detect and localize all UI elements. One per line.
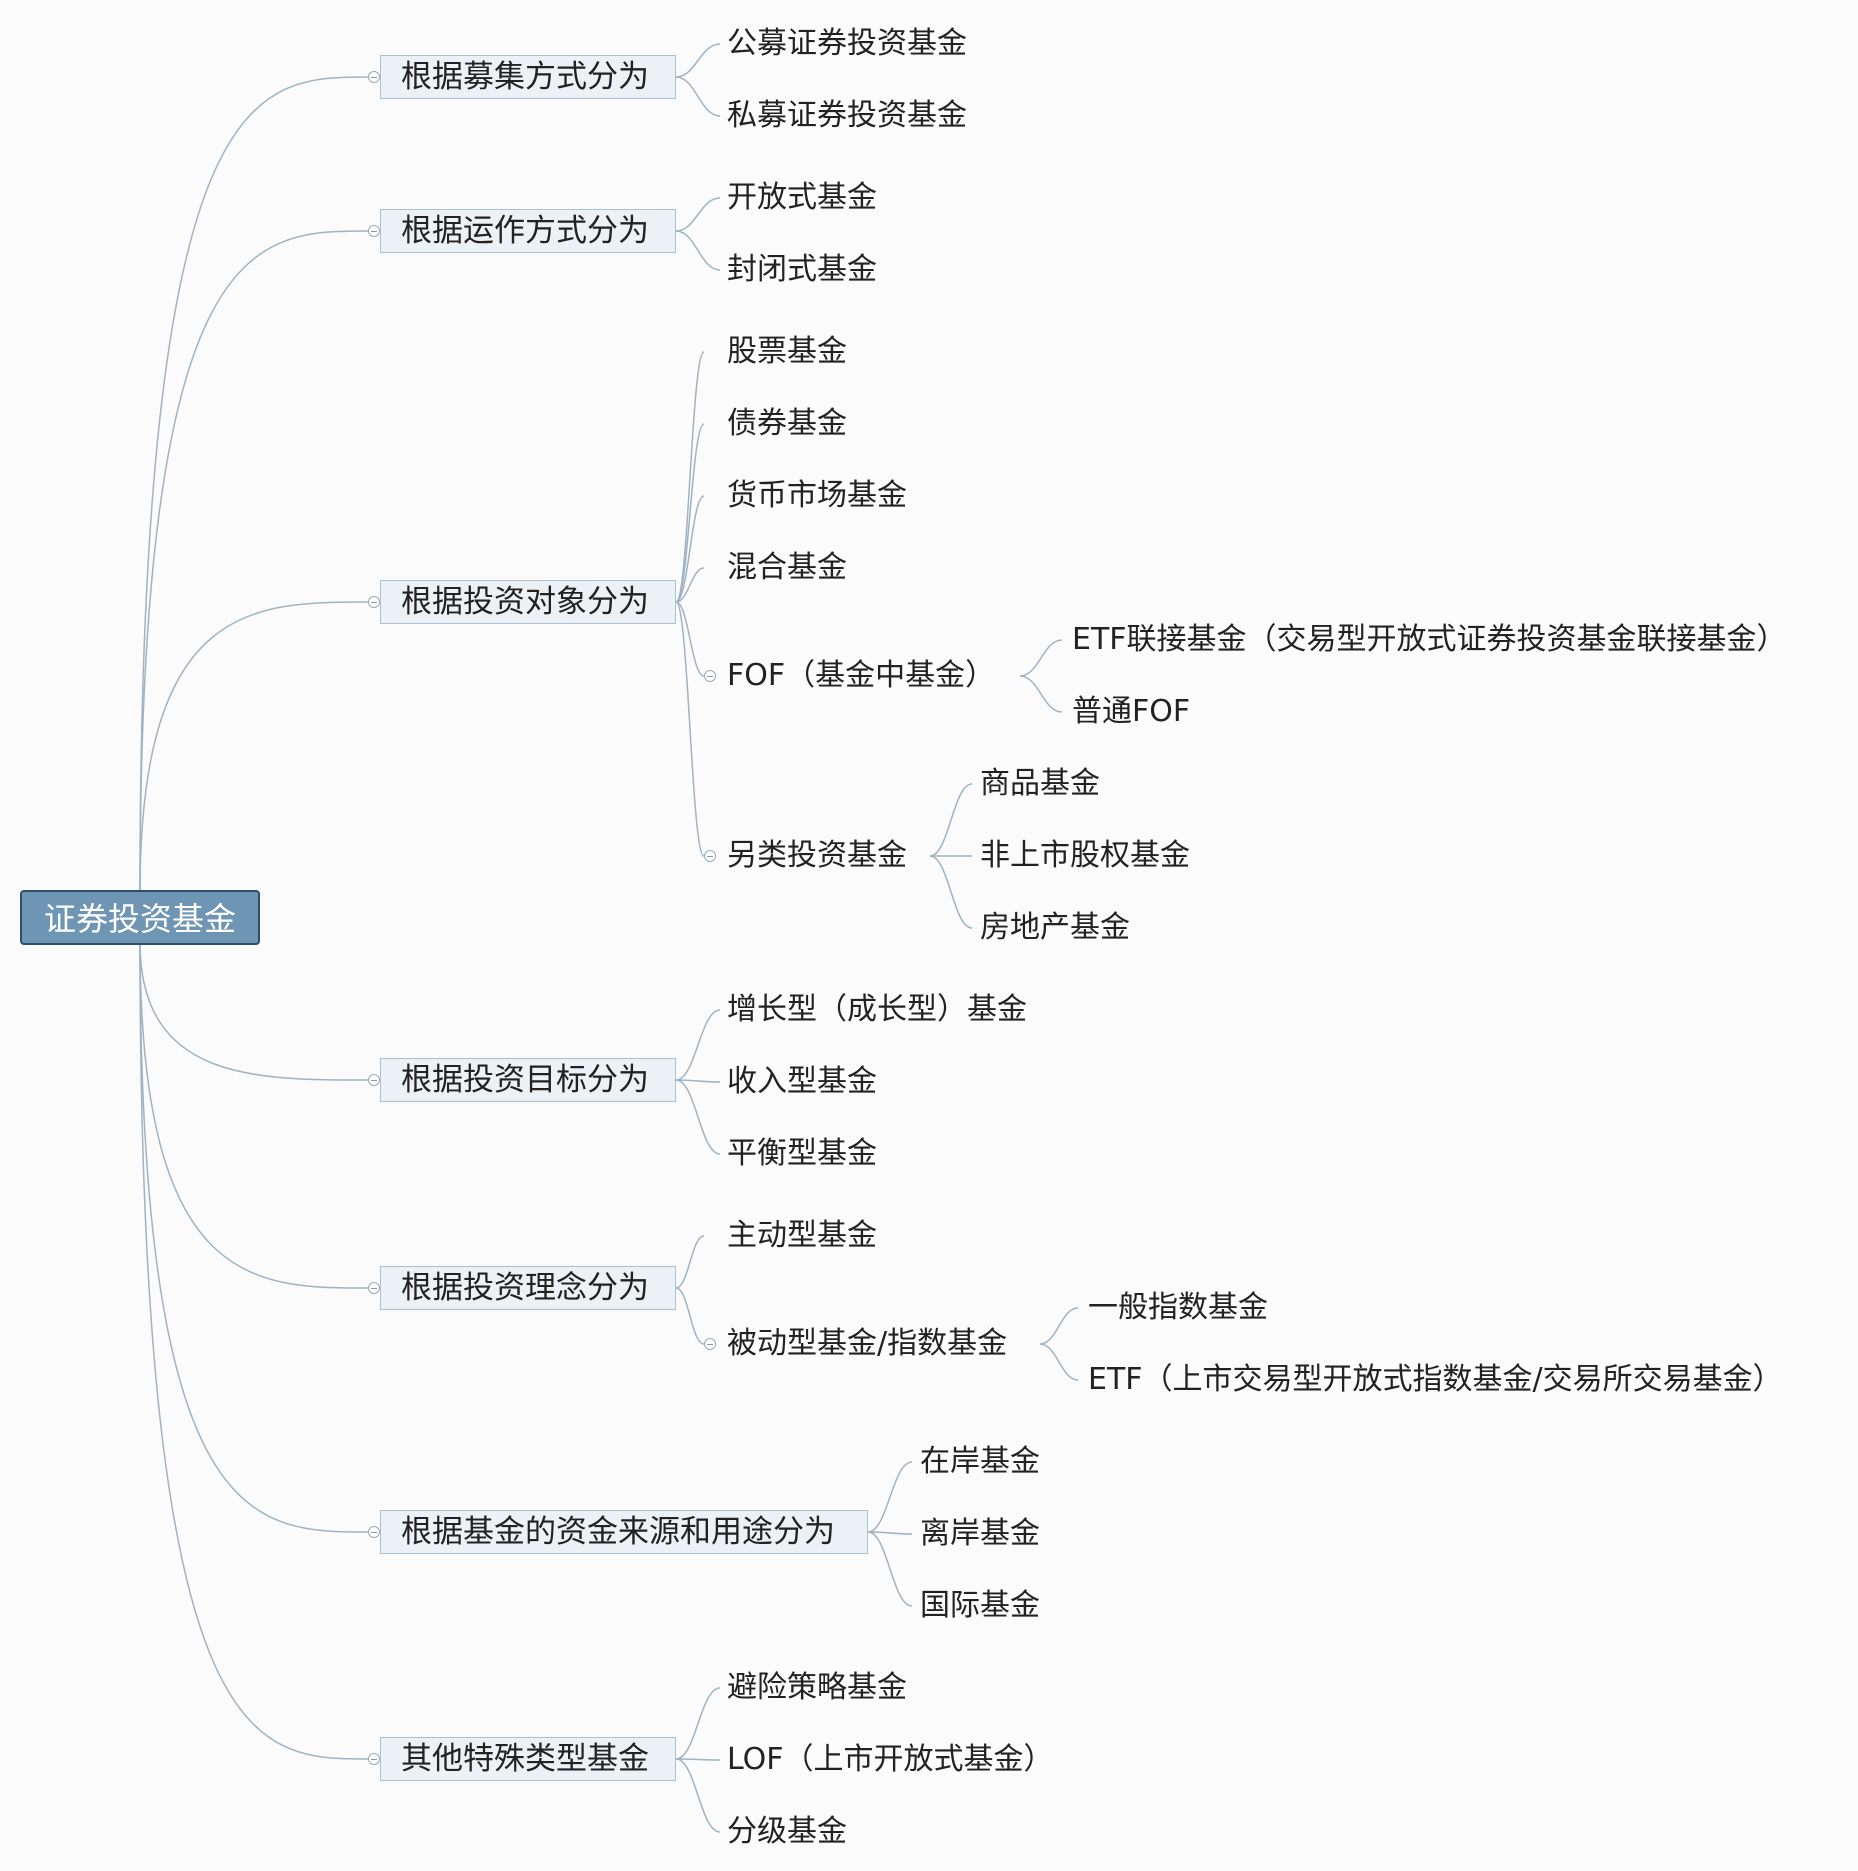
connector-curve (675, 197, 721, 232)
leaf-commodity-fund[interactable]: 商品基金 (980, 766, 1100, 801)
connector-curve (1019, 639, 1063, 677)
connector-curve (675, 1009, 721, 1081)
branch-investment-philosophy[interactable]: 根据投资理念分为 (380, 1266, 676, 1310)
collapse-toggle-icon[interactable] (368, 596, 380, 608)
branch-investment-objective[interactable]: 根据投资目标分为 (380, 1058, 676, 1102)
connector-curve (675, 423, 705, 603)
connector-curve (139, 76, 369, 893)
collapse-toggle-icon[interactable] (704, 1338, 716, 1350)
connector-curve (675, 495, 705, 603)
branch-capital-source[interactable]: 根据基金的资金来源和用途分为 (380, 1510, 868, 1554)
leaf-hedging-strategy-fund[interactable]: 避险策略基金 (727, 1670, 907, 1705)
leaf-lof[interactable]: LOF（上市开放式基金） (727, 1742, 1054, 1777)
leaf-etf-feeder-fund[interactable]: ETF联接基金（交易型开放式证券投资基金联接基金） (1072, 622, 1787, 657)
connector-curve (675, 1079, 721, 1083)
connector-curve (867, 1461, 913, 1533)
leaf-income-fund[interactable]: 收入型基金 (727, 1064, 877, 1099)
leaf-onshore-fund[interactable]: 在岸基金 (920, 1444, 1040, 1479)
connector-curve (139, 941, 369, 1533)
leaf-alternative-fund[interactable]: 另类投资基金 (727, 838, 907, 873)
leaf-public-fund[interactable]: 公募证券投资基金 (727, 26, 967, 61)
leaf-growth-fund[interactable]: 增长型（成长型）基金 (727, 992, 1027, 1027)
connector-curve (929, 783, 973, 857)
connector-curve (675, 1687, 721, 1760)
leaf-fof[interactable]: FOF（基金中基金） (727, 658, 996, 693)
branch-investment-target[interactable]: 根据投资对象分为 (380, 580, 676, 624)
collapse-toggle-icon[interactable] (368, 1282, 380, 1294)
connector-curve (867, 1531, 913, 1535)
branch-special-types[interactable]: 其他特殊类型基金 (380, 1737, 676, 1781)
collapse-toggle-icon[interactable] (704, 850, 716, 862)
connector-curve (139, 941, 369, 1289)
leaf-balanced-fund[interactable]: 平衡型基金 (727, 1136, 877, 1171)
collapse-toggle-icon[interactable] (368, 1753, 380, 1765)
leaf-passive-index-fund[interactable]: 被动型基金/指数基金 (727, 1326, 1008, 1361)
connector-curve (675, 1235, 705, 1289)
connector-curve (675, 567, 705, 603)
leaf-money-market-fund[interactable]: 货币市场基金 (727, 478, 907, 513)
collapse-toggle-icon[interactable] (368, 1526, 380, 1538)
connector-curve (867, 1531, 913, 1607)
collapse-toggle-icon[interactable] (704, 670, 716, 682)
connector-curve (139, 230, 369, 893)
connector-curve (139, 941, 369, 1760)
connector-curve (675, 351, 705, 603)
connector-curve (1019, 675, 1063, 713)
connector-curve (675, 1079, 721, 1155)
connector-curve (675, 230, 721, 271)
leaf-etf[interactable]: ETF（上市交易型开放式指数基金/交易所交易基金） (1088, 1362, 1783, 1397)
connector-curve (675, 1758, 721, 1761)
leaf-structured-fund[interactable]: 分级基金 (727, 1814, 847, 1849)
connector-curve (675, 1287, 705, 1345)
connector-curve (139, 941, 369, 1081)
connector-curve (1039, 1343, 1079, 1381)
connector-curve (675, 601, 705, 677)
leaf-private-equity-fund[interactable]: 非上市股权基金 (980, 838, 1190, 873)
connector-curve (929, 855, 973, 929)
leaf-private-fund[interactable]: 私募证券投资基金 (727, 98, 967, 133)
connector-curve (675, 43, 721, 78)
connector-curve (675, 601, 705, 857)
collapse-toggle-icon[interactable] (368, 1074, 380, 1086)
leaf-active-fund[interactable]: 主动型基金 (727, 1218, 877, 1253)
root-node[interactable]: 证券投资基金 (20, 890, 260, 945)
connector-curve (675, 1758, 721, 1833)
leaf-international-fund[interactable]: 国际基金 (920, 1588, 1040, 1623)
leaf-offshore-fund[interactable]: 离岸基金 (920, 1516, 1040, 1551)
connector-curve (1039, 1307, 1079, 1345)
branch-fundraising-method[interactable]: 根据募集方式分为 (380, 55, 676, 99)
leaf-hybrid-fund[interactable]: 混合基金 (727, 550, 847, 585)
collapse-toggle-icon[interactable] (368, 225, 380, 237)
branch-operation-method[interactable]: 根据运作方式分为 (380, 209, 676, 253)
connector-curve (139, 601, 369, 893)
leaf-open-end-fund[interactable]: 开放式基金 (727, 180, 877, 215)
leaf-ordinary-fof[interactable]: 普通FOF (1072, 694, 1191, 729)
collapse-toggle-icon[interactable] (368, 71, 380, 83)
leaf-bond-fund[interactable]: 债券基金 (727, 406, 847, 441)
leaf-stock-fund[interactable]: 股票基金 (727, 334, 847, 369)
leaf-closed-end-fund[interactable]: 封闭式基金 (727, 252, 877, 287)
connector-curve (675, 76, 721, 117)
leaf-real-estate-fund[interactable]: 房地产基金 (980, 910, 1130, 945)
leaf-general-index-fund[interactable]: 一般指数基金 (1088, 1290, 1268, 1325)
